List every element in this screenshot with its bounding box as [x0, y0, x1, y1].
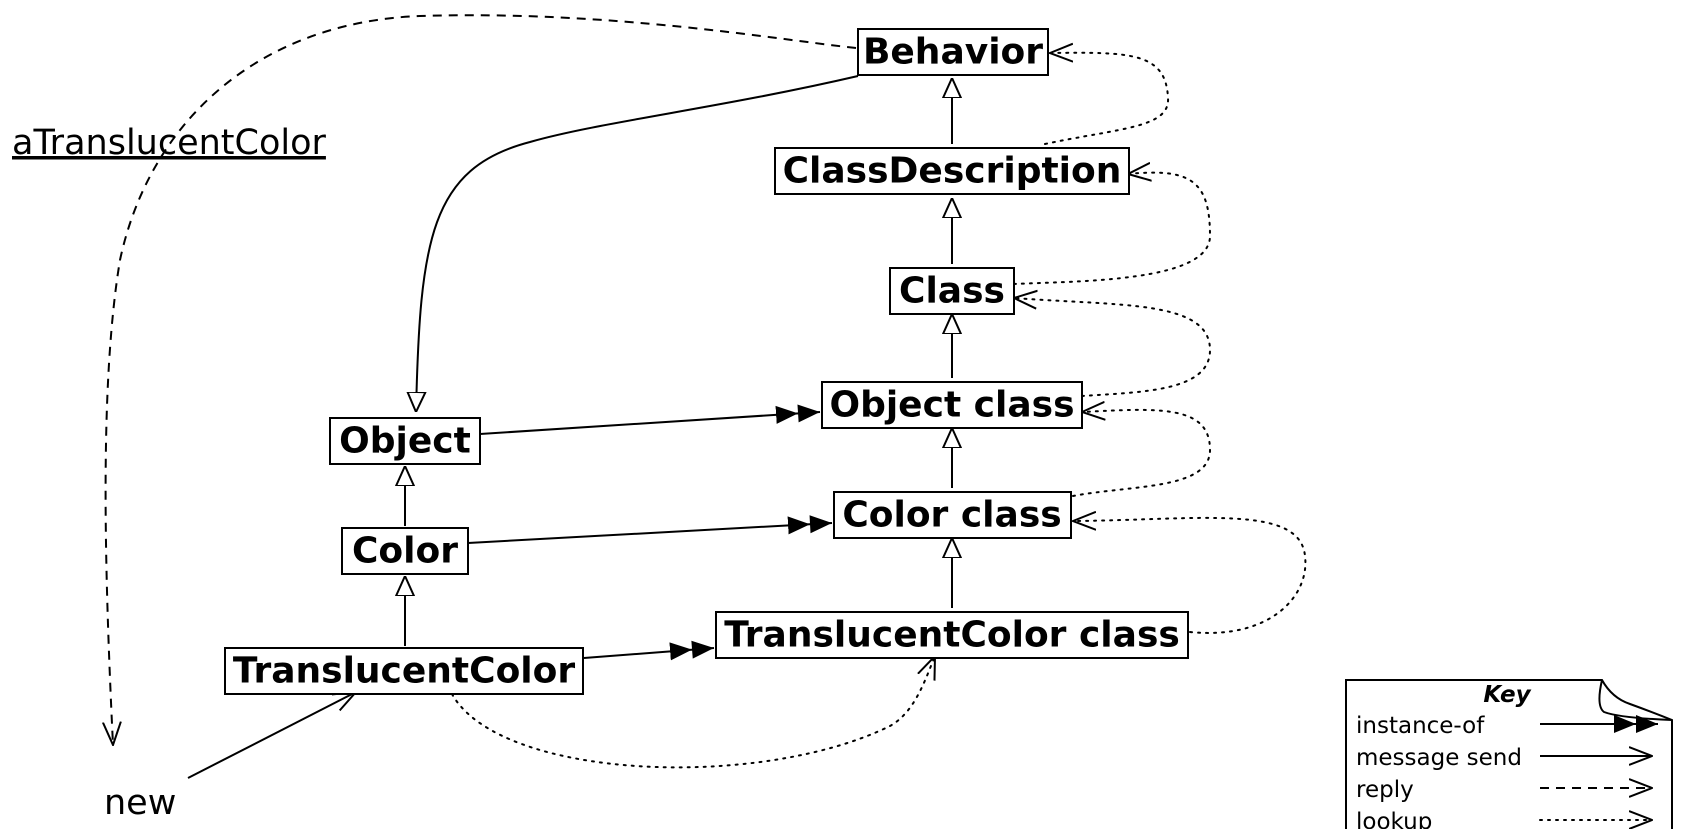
- lookup-translucentcolorclass-to-colorclass: [1073, 518, 1307, 634]
- inherit-behavior-object: [416, 75, 859, 412]
- node-color: Color: [341, 527, 469, 575]
- instanceof-color-colorclass: [467, 515, 833, 544]
- lookup-classdescription-to-behavior: [1044, 53, 1170, 145]
- legend-title: Key: [1483, 682, 1531, 708]
- legend-item-lookup: lookup: [1356, 809, 1432, 829]
- lookup-class-to-classdescription: [1013, 173, 1212, 285]
- node-translucentcolor-class: TranslucentColor class: [715, 611, 1189, 659]
- node-color-class: Color class: [833, 491, 1072, 539]
- node-color-label: Color: [352, 531, 458, 572]
- node-classdescription-label: ClassDescription: [783, 151, 1122, 192]
- node-object-class-label: Object class: [829, 385, 1074, 426]
- lookup-objectclass-to-class: [1014, 298, 1212, 397]
- node-translucentcolor-label: TranslucentColor: [233, 651, 575, 692]
- legend-item-reply: reply: [1356, 777, 1414, 803]
- node-color-class-label: Color class: [842, 495, 1061, 536]
- legend: Key instance-of message send reply looku…: [1345, 679, 1673, 829]
- message-send-new: [187, 692, 356, 779]
- instance-label: aTranslucentColor: [12, 123, 327, 163]
- lookup-translucentcolor-to-class: [451, 656, 935, 769]
- node-object-class: Object class: [821, 381, 1083, 429]
- node-class: Class: [889, 267, 1015, 315]
- node-behavior-label: Behavior: [863, 32, 1043, 73]
- legend-item-instance-of: instance-of: [1356, 713, 1485, 739]
- message-new-label: new: [104, 783, 176, 823]
- node-object: Object: [329, 417, 481, 465]
- node-object-label: Object: [339, 421, 471, 462]
- node-translucentcolor-class-label: TranslucentColor class: [724, 615, 1180, 656]
- node-translucentcolor: TranslucentColor: [224, 647, 584, 695]
- node-behavior: Behavior: [857, 28, 1049, 76]
- instanceof-object-objectclass: [479, 404, 821, 435]
- node-classdescription: ClassDescription: [774, 147, 1130, 195]
- lookup-colorclass-to-objectclass: [1072, 410, 1212, 497]
- legend-item-message-send: message send: [1356, 745, 1522, 771]
- instanceof-translucentcolor-translucentcolorclass: [583, 640, 715, 661]
- node-class-label: Class: [899, 271, 1005, 312]
